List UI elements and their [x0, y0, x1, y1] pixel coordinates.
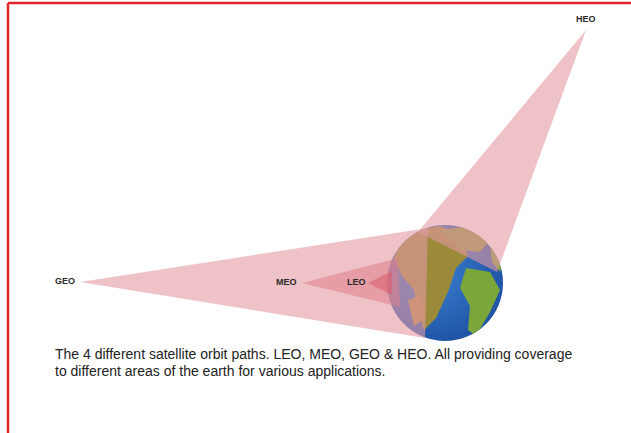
- orbit-label: LEO: [347, 278, 366, 287]
- orbit-label: GEO: [55, 277, 75, 286]
- figure-caption: The 4 different satellite orbit paths. L…: [55, 346, 575, 380]
- coverage-cones: [80, 30, 586, 338]
- leo-cone: [368, 271, 392, 295]
- orbit-label: MEO: [276, 278, 297, 287]
- heo-cone: [418, 30, 586, 272]
- geo-cone: [80, 228, 428, 338]
- frame-top: [8, 2, 631, 5]
- orbit-label: HEO: [576, 15, 596, 24]
- frame-left: [7, 3, 10, 433]
- meo-cone: [302, 258, 400, 307]
